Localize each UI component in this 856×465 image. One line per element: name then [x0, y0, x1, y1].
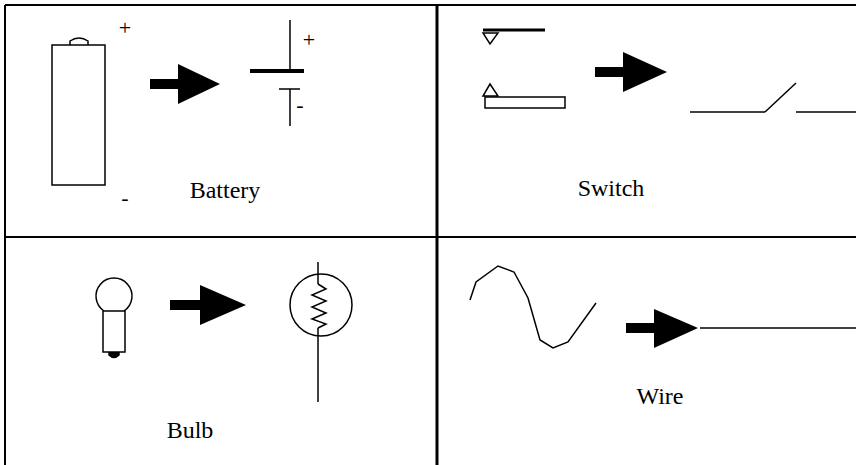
switch-symbol	[690, 83, 856, 112]
symbol-cell: Wire	[437, 237, 856, 465]
arrow	[595, 52, 667, 92]
arrow	[170, 285, 246, 325]
bulb-symbol	[290, 262, 352, 402]
battery-symbol	[250, 20, 304, 126]
polarity-mark: -	[296, 94, 303, 116]
polarity-mark: +	[303, 29, 315, 51]
arrow	[626, 309, 698, 348]
battery-picture	[52, 38, 105, 185]
symbol-cell: Bulb	[5, 237, 437, 465]
switch-picture	[483, 30, 565, 108]
component-name: Bulb	[167, 417, 214, 443]
polarity-mark: +	[119, 17, 131, 39]
wire-picture	[470, 266, 596, 348]
polarity-mark: -	[121, 187, 128, 209]
symbol-cell: Switch	[437, 5, 856, 237]
component-name: Switch	[578, 175, 645, 201]
arrow	[150, 64, 220, 104]
bulb-picture	[96, 278, 132, 357]
component-name: Battery	[190, 177, 261, 203]
component-name: Wire	[636, 383, 683, 409]
wire-symbol	[700, 327, 856, 329]
symbol-cell: Battery	[5, 5, 437, 237]
table-grid	[5, 5, 856, 465]
